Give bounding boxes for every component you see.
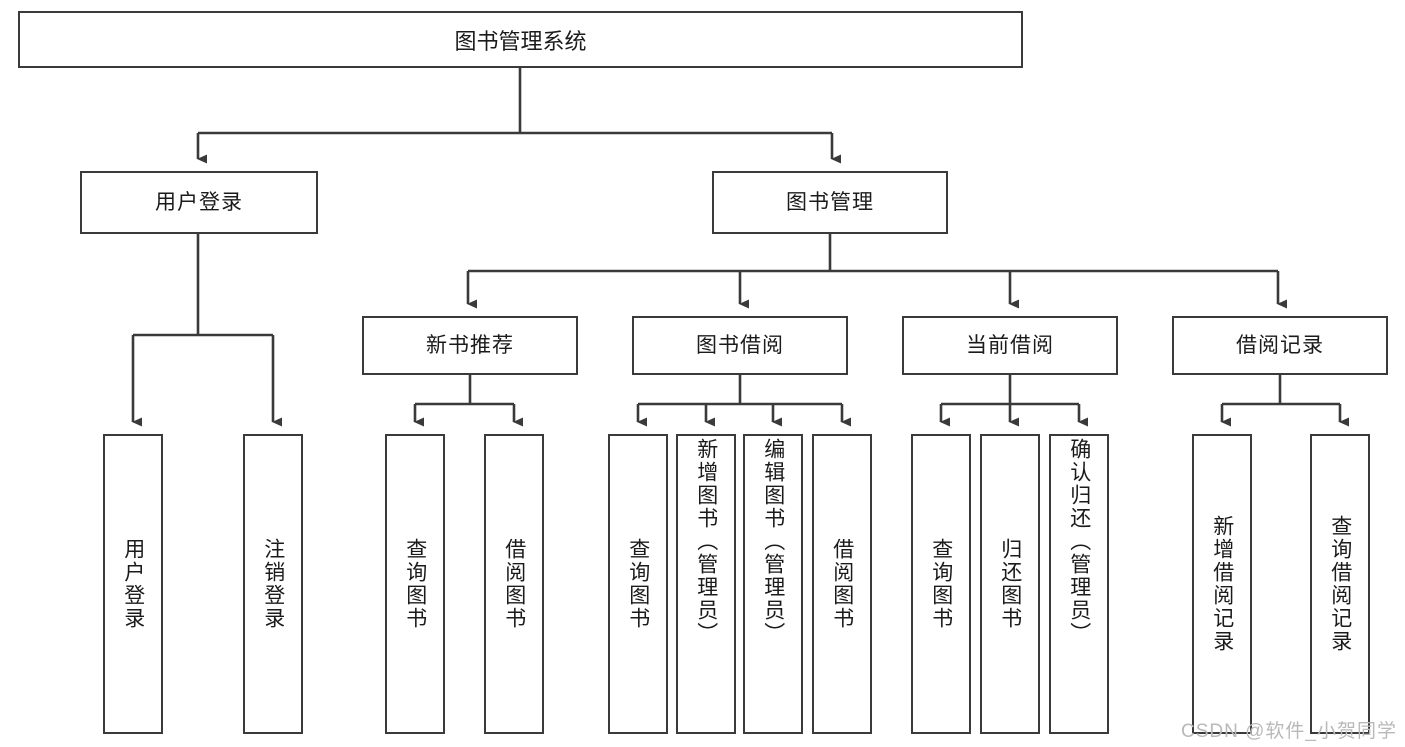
csdn-watermark: CSDN @软件_小贺同学 — [1181, 721, 1397, 742]
node-book-manage[interactable]: 图书管理 — [712, 171, 948, 234]
leaf-add-record-inner: 新增借阅记录 — [1194, 436, 1250, 732]
node-current-borrow-label: 当前借阅 — [966, 333, 1054, 357]
leaf-borrow-book-2-inner: 借阅图书 — [814, 436, 870, 732]
node-root[interactable]: 图书管理系统 — [18, 11, 1023, 68]
leaf-user-login-label: 用户登录 — [121, 538, 145, 630]
node-new-book-recommend[interactable]: 新书推荐 — [362, 316, 578, 375]
leaf-borrow-book-1[interactable]: 借阅图书 — [484, 434, 544, 734]
leaf-borrow-book-2[interactable]: 借阅图书 — [812, 434, 872, 734]
leaf-borrow-book-2-label: 借阅图书 — [830, 538, 854, 630]
node-borrow-record[interactable]: 借阅记录 — [1172, 316, 1388, 375]
leaf-edit-book-label: 编辑图书（管理员） — [761, 438, 785, 645]
leaf-confirm-return-inner: 确认归还（管理员） — [1051, 436, 1107, 734]
node-borrow-record-label: 借阅记录 — [1236, 333, 1324, 357]
node-current-borrow[interactable]: 当前借阅 — [902, 316, 1118, 375]
leaf-add-book[interactable]: 新增图书（管理员） — [676, 434, 736, 734]
leaf-query-book-2[interactable]: 查询图书 — [608, 434, 668, 734]
node-root-label: 图书管理系统 — [454, 28, 587, 54]
leaf-query-book-3[interactable]: 查询图书 — [911, 434, 971, 734]
leaf-query-book-2-inner: 查询图书 — [610, 436, 666, 732]
node-book-borrow[interactable]: 图书借阅 — [632, 316, 848, 375]
node-user-login-label: 用户登录 — [155, 190, 243, 214]
leaf-query-record-inner: 查询借阅记录 — [1312, 436, 1368, 732]
leaf-borrow-book-1-label: 借阅图书 — [502, 538, 526, 630]
leaf-user-login[interactable]: 用户登录 — [103, 434, 163, 734]
leaf-edit-book[interactable]: 编辑图书（管理员） — [743, 434, 803, 734]
leaf-add-book-label: 新增图书（管理员） — [694, 438, 718, 645]
leaf-user-login-inner: 用户登录 — [105, 436, 161, 732]
leaf-return-book[interactable]: 归还图书 — [980, 434, 1040, 734]
leaf-query-book-2-label: 查询图书 — [626, 538, 650, 630]
leaf-query-book-3-label: 查询图书 — [929, 538, 953, 630]
node-book-borrow-label: 图书借阅 — [696, 333, 784, 357]
leaf-query-record-label: 查询借阅记录 — [1328, 515, 1352, 653]
leaf-confirm-return-label: 确认归还（管理员） — [1067, 438, 1091, 645]
leaf-query-book-3-inner: 查询图书 — [913, 436, 969, 732]
leaf-query-record[interactable]: 查询借阅记录 — [1310, 434, 1370, 734]
leaf-borrow-book-1-inner: 借阅图书 — [486, 436, 542, 732]
leaf-query-book-1-label: 查询图书 — [403, 538, 427, 630]
leaf-add-record-label: 新增借阅记录 — [1210, 515, 1234, 653]
leaf-confirm-return[interactable]: 确认归还（管理员） — [1049, 434, 1109, 734]
leaf-user-logout-inner: 注销登录 — [245, 436, 301, 732]
leaf-return-book-label: 归还图书 — [998, 538, 1022, 630]
leaf-edit-book-inner: 编辑图书（管理员） — [745, 436, 801, 734]
leaf-add-record[interactable]: 新增借阅记录 — [1192, 434, 1252, 734]
node-book-manage-label: 图书管理 — [786, 190, 874, 214]
leaf-return-book-inner: 归还图书 — [982, 436, 1038, 732]
leaf-query-book-1-inner: 查询图书 — [387, 436, 443, 732]
leaf-add-book-inner: 新增图书（管理员） — [678, 436, 734, 734]
node-new-book-recommend-label: 新书推荐 — [426, 333, 514, 357]
leaf-user-logout-label: 注销登录 — [261, 538, 285, 630]
leaf-user-logout[interactable]: 注销登录 — [243, 434, 303, 734]
leaf-query-book-1[interactable]: 查询图书 — [385, 434, 445, 734]
node-user-login[interactable]: 用户登录 — [80, 171, 318, 234]
